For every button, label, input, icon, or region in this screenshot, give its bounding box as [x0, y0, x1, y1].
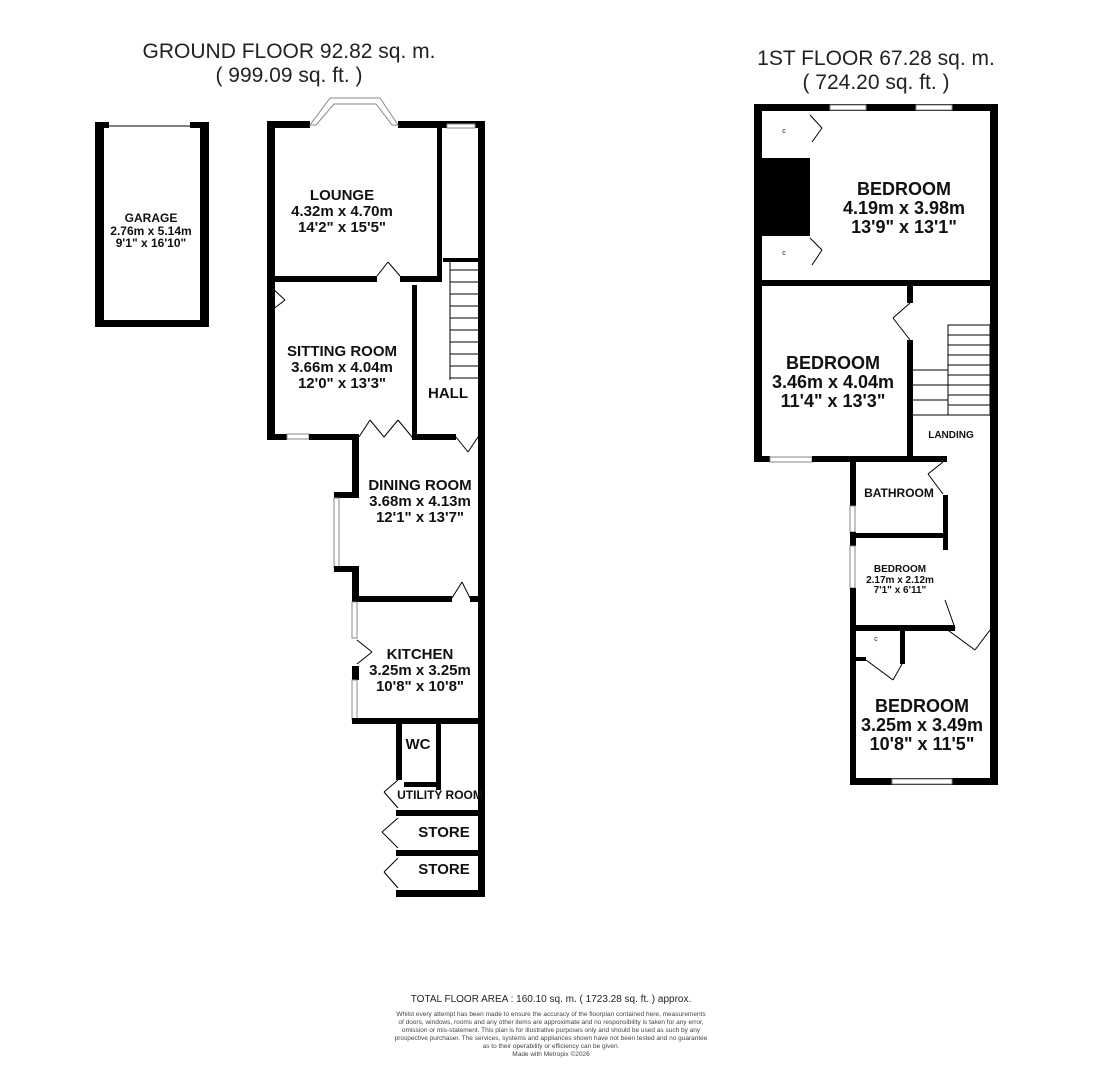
- total-floor-area: TOTAL FLOOR AREA : 160.10 sq. m. ( 1723.…: [410, 994, 692, 1005]
- room-label-bedroom-4: BEDROOM 3.25m x 3.49m 10'8" x 11'5": [861, 697, 983, 754]
- room-metric: 3.46m x 4.04m: [771, 371, 895, 392]
- ground-floor-walls: [267, 97, 485, 897]
- room-name: BEDROOM: [786, 353, 880, 373]
- room-label-utility-room: UTILITY ROOM: [397, 788, 483, 802]
- room-imperial: 14'2" x 15'5": [297, 218, 387, 236]
- room-imperial: 10'8" x 11'5": [869, 733, 975, 754]
- room-metric: 3.25m x 3.25m: [369, 661, 471, 679]
- room-label-sitting-room: SITTING ROOM 3.66m x 4.04m 12'0" x 13'3": [287, 344, 397, 391]
- room-name: LOUNGE: [309, 187, 375, 204]
- room-label-kitchen: KITCHEN 3.25m x 3.25m 10'8" x 10'8": [369, 647, 471, 694]
- first-floor-walls: [754, 104, 998, 785]
- cupboard-label: c: [874, 636, 878, 643]
- ground-floor-title: GROUND FLOOR 92.82 sq. m.: [142, 40, 436, 63]
- room-label-store-2: STORE: [418, 861, 470, 878]
- room-imperial: 12'1" x 13'7": [375, 508, 465, 526]
- room-metric: 4.19m x 3.98m: [842, 197, 966, 218]
- room-label-landing: LANDING: [928, 430, 974, 441]
- room-name: DINING ROOM: [368, 477, 472, 494]
- room-imperial: 11'4" x 13'3": [780, 390, 886, 411]
- room-label-garage: GARAGE 2.76m x 5.14m 9'1" x 16'10": [110, 212, 191, 250]
- room-label-store: STORE: [418, 824, 470, 841]
- room-imperial: 10'8" x 10'8": [375, 677, 465, 695]
- room-imperial: 9'1" x 16'10": [115, 236, 187, 251]
- room-imperial: 12'0" x 13'3": [297, 374, 387, 392]
- room-label-dining-room: DINING ROOM 3.68m x 4.13m 12'1" x 13'7": [368, 478, 471, 525]
- room-name: KITCHEN: [386, 646, 454, 663]
- room-label-bedroom-3: BEDROOM 2.17m x 2.12m 7'1" x 6'11": [866, 564, 934, 597]
- room-label-bedroom-2: BEDROOM 3.46m x 4.04m 11'4" x 13'3": [772, 354, 894, 411]
- room-metric: 3.68m x 4.13m: [369, 492, 471, 510]
- disclaimer-line: prospective purchaser. The services, sys…: [394, 1035, 708, 1042]
- room-label-hall: HALL: [428, 385, 468, 402]
- first-floor-area-sqft: ( 724.20 sq. ft. ): [802, 71, 950, 94]
- cupboard-label: c: [782, 128, 786, 135]
- room-name: BEDROOM: [875, 696, 969, 716]
- room-label-lounge: LOUNGE 4.32m x 4.70m 14'2" x 15'5": [291, 188, 393, 235]
- room-label-bedroom-1: BEDROOM 4.19m x 3.98m 13'9" x 13'1": [843, 180, 965, 237]
- room-metric: 2.17m x 2.12m: [866, 574, 934, 586]
- room-imperial: 13'9" x 13'1": [851, 216, 957, 237]
- disclaimer: Whilst every attempt has been made to en…: [395, 1011, 708, 1059]
- disclaimer-line: omission or mis-statement. This plan is …: [401, 1027, 701, 1034]
- room-label-bathroom: BATHROOM: [864, 486, 934, 500]
- room-label-wc: WC: [405, 736, 431, 753]
- room-metric: 3.66m x 4.04m: [291, 358, 393, 376]
- first-floor-title: 1ST FLOOR 67.28 sq. m.: [757, 47, 995, 70]
- made-with-credit: Made with Metropix ©2026: [512, 1051, 590, 1058]
- disclaimer-line: of doors, windows, rooms and any other i…: [398, 1019, 704, 1026]
- cupboard-label: c: [782, 250, 786, 257]
- room-name: BEDROOM: [857, 179, 951, 199]
- stairs-first: [913, 324, 991, 416]
- room-name: SITTING ROOM: [287, 343, 397, 360]
- disclaimer-line: Whilst every attempt has been made to en…: [396, 1011, 706, 1018]
- disclaimer-line: as to their operability or efficiency ca…: [482, 1043, 620, 1050]
- room-name: BEDROOM: [873, 564, 927, 575]
- room-name: GARAGE: [124, 211, 178, 225]
- room-imperial: 7'1" x 6'11": [873, 585, 927, 596]
- garage-walls: [95, 122, 209, 327]
- room-metric: 4.32m x 4.70m: [291, 202, 393, 220]
- ground-floor-area-sqft: ( 999.09 sq. ft. ): [215, 64, 363, 87]
- room-metric: 2.76m x 5.14m: [110, 223, 192, 238]
- room-metric: 3.25m x 3.49m: [860, 714, 984, 735]
- stairs-ground: [449, 262, 478, 380]
